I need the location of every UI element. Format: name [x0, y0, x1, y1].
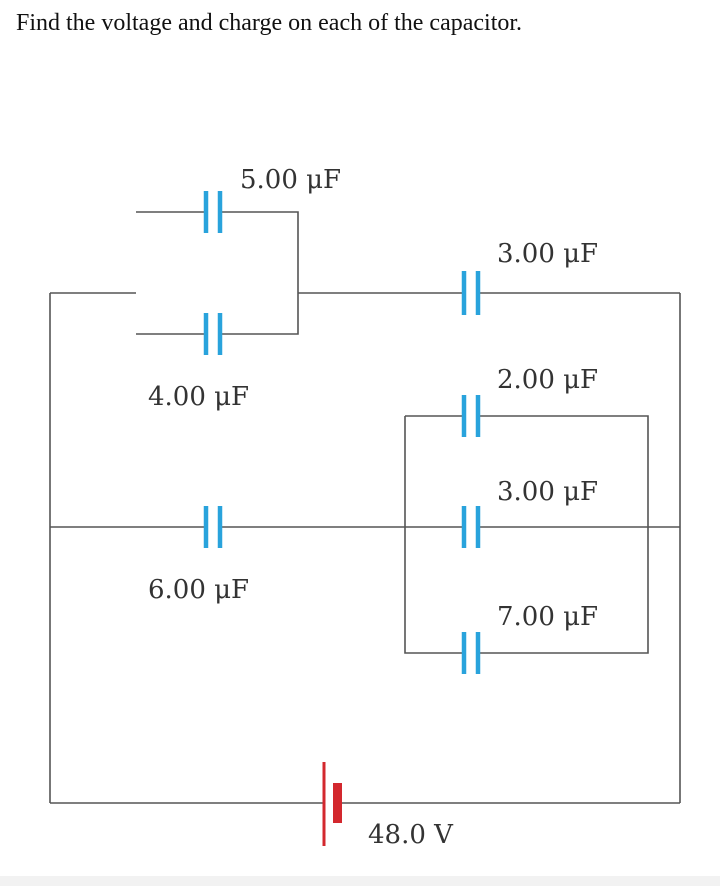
wire-parallel-box-5-4	[136, 211, 299, 335]
capacitor-icon	[461, 632, 481, 674]
capacitor-3uf-top: 3.00 μF	[461, 239, 598, 315]
capacitor-icon	[203, 313, 223, 355]
capacitor-3uf-middle-label: 3.00 μF	[497, 477, 598, 507]
capacitor-icon	[461, 506, 481, 548]
circuit-wires	[49, 211, 681, 804]
capacitor-2uf: 2.00 μF	[461, 365, 598, 437]
wire-parallel-box-2-3-7	[404, 415, 649, 654]
bottom-strip	[0, 876, 720, 886]
capacitor-3uf-middle: 3.00 μF	[461, 477, 598, 548]
capacitor-5uf-label: 5.00 μF	[240, 165, 341, 195]
question-text: Find the voltage and charge on each of t…	[16, 10, 523, 36]
battery-icon	[322, 762, 342, 846]
capacitor-2uf-label: 2.00 μF	[497, 365, 598, 395]
capacitor-5uf: 5.00 μF	[203, 165, 341, 233]
capacitor-icon	[203, 506, 223, 548]
capacitor-icon	[203, 191, 223, 233]
battery-voltage-label: 48.0 V	[368, 820, 454, 850]
capacitor-4uf: 4.00 μF	[148, 313, 249, 412]
capacitor-4uf-label: 4.00 μF	[148, 382, 249, 412]
capacitor-icon	[461, 271, 481, 315]
capacitor-6uf: 6.00 μF	[148, 506, 249, 605]
battery: 48.0 V	[322, 762, 454, 850]
capacitor-7uf-label: 7.00 μF	[497, 602, 598, 632]
capacitor-7uf: 7.00 μF	[461, 602, 598, 674]
capacitor-6uf-label: 6.00 μF	[148, 575, 249, 605]
capacitor-icon	[461, 395, 481, 437]
capacitor-3uf-top-label: 3.00 μF	[497, 239, 598, 269]
